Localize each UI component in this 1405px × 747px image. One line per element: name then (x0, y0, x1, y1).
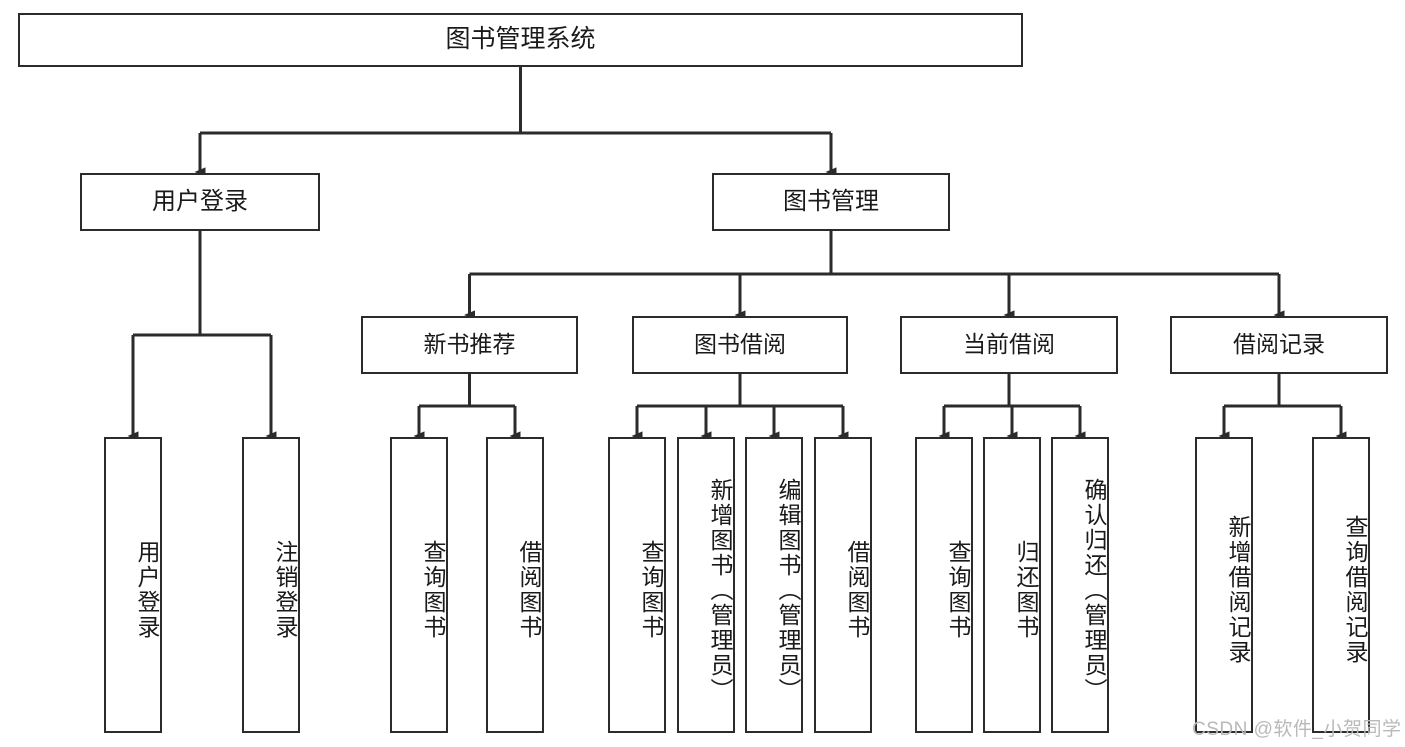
node-leaf-borrow-book-rec: 借阅图书 (486, 437, 544, 733)
edges (127, 67, 1347, 441)
node-label: 确认归还（管理员） (1081, 477, 1107, 703)
node-leaf-query-book-rec: 查询图书 (390, 437, 448, 733)
node-label: 编辑图书（管理员） (775, 477, 801, 703)
node-label: 图书借阅 (694, 331, 786, 358)
node-book-borrow: 图书借阅 (632, 316, 848, 374)
node-label: 查询借阅记录 (1342, 515, 1368, 665)
node-label: 查询图书 (945, 540, 971, 640)
node-label: 新增图书（管理员） (707, 477, 733, 703)
node-label: 新书推荐 (423, 331, 516, 358)
node-leaf-user-logout: 注销登录 (242, 437, 300, 733)
node-leaf-query-book-cur: 查询图书 (915, 437, 973, 733)
node-leaf-add-record: 新增借阅记录 (1195, 437, 1253, 733)
node-label: 注销登录 (272, 540, 298, 640)
node-leaf-return-book: 归还图书 (983, 437, 1041, 733)
node-leaf-query-book: 查询图书 (608, 437, 666, 733)
node-label: 借阅图书 (516, 540, 542, 640)
node-borrow-record: 借阅记录 (1170, 316, 1388, 374)
node-label: 图书管理系统 (445, 25, 596, 54)
node-book-manage: 图书管理 (712, 173, 950, 231)
node-label: 新增借阅记录 (1225, 515, 1251, 665)
node-label: 图书管理 (783, 187, 879, 215)
node-label: 借阅记录 (1233, 331, 1325, 358)
node-leaf-query-record: 查询借阅记录 (1312, 437, 1370, 733)
node-label: 借阅图书 (844, 540, 870, 640)
node-leaf-edit-book: 编辑图书（管理员） (745, 437, 803, 733)
node-label: 当前借阅 (963, 331, 1055, 358)
node-new-book-rec: 新书推荐 (361, 316, 578, 374)
node-label: 归还图书 (1013, 540, 1039, 640)
node-root: 图书管理系统 (18, 13, 1023, 67)
node-leaf-add-book: 新增图书（管理员） (677, 437, 735, 733)
node-leaf-user-login: 用户登录 (104, 437, 162, 733)
node-current-borrow: 当前借阅 (900, 316, 1118, 374)
node-leaf-confirm-return: 确认归还（管理员） (1051, 437, 1109, 733)
node-label: 查询图书 (638, 540, 664, 640)
node-label: 用户登录 (134, 540, 160, 640)
watermark-text: CSDN @软件_小贺同学 (1192, 719, 1402, 740)
node-leaf-borrow-book: 借阅图书 (814, 437, 872, 733)
node-label: 用户登录 (152, 187, 248, 215)
node-label: 查询图书 (420, 540, 446, 640)
node-user-login: 用户登录 (80, 173, 320, 231)
